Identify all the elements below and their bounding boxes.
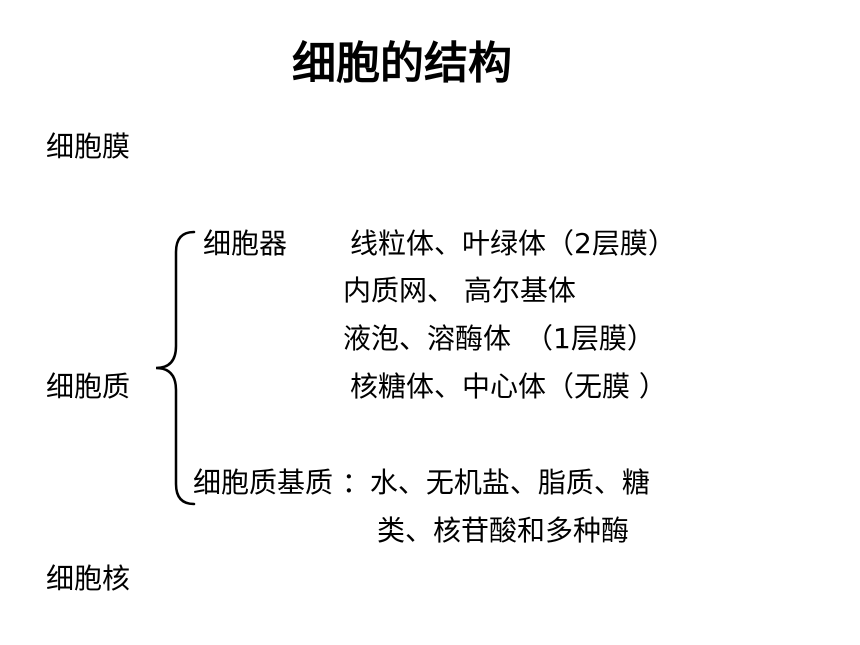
brace bbox=[155, 230, 196, 506]
nucleus-label: 细胞核 bbox=[46, 562, 131, 595]
organelles-label: 细胞器 bbox=[203, 227, 288, 260]
cell-membrane-label: 细胞膜 bbox=[46, 130, 131, 163]
membraneless-organelles: 核糖体、中心体（无膜 ） bbox=[350, 370, 667, 403]
cytoplasmic-matrix-line2: 类、核苷酸和多种酶 bbox=[377, 514, 630, 547]
cytoplasm-label: 细胞质 bbox=[46, 370, 131, 403]
single-membrane-organelles-b: 液泡、溶酶体 （1层膜） bbox=[343, 322, 655, 355]
double-membrane-organelles: 线粒体、叶绿体（2层膜） bbox=[350, 227, 676, 260]
cytoplasmic-matrix-line1: 细胞质基质 ：水、无机盐、脂质、糖 bbox=[193, 466, 650, 499]
single-membrane-organelles-a: 内质网、 高尔基体 bbox=[343, 274, 576, 307]
page-title: 细胞的结构 bbox=[292, 38, 512, 89]
